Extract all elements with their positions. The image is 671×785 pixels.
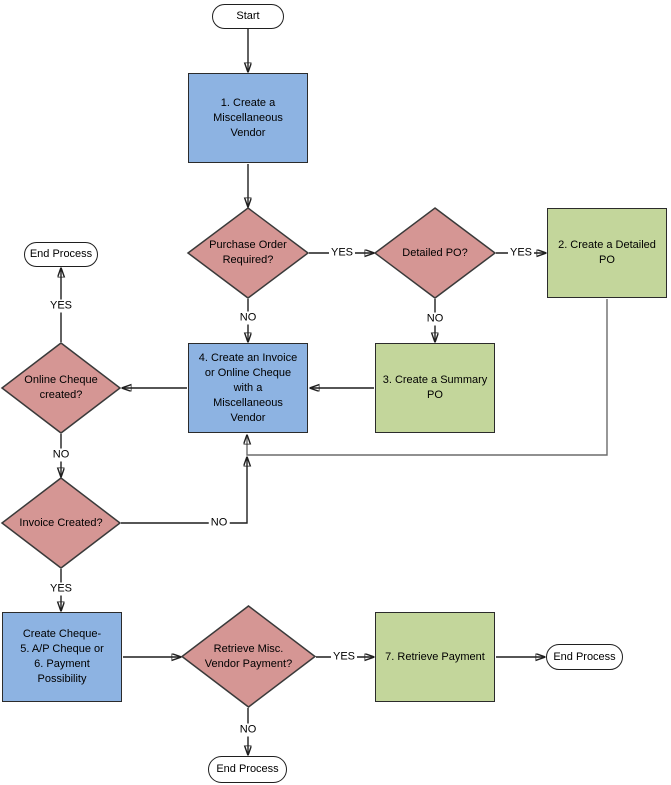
node-decision-online-cheque: Online Cheque created? bbox=[2, 343, 120, 433]
edge-label-online-yes: YES bbox=[47, 299, 75, 313]
node-decision-retrieve-payment: Retrieve Misc. Vendor Payment? bbox=[182, 606, 315, 707]
node-step2-label: 2. Create a Detailed PO bbox=[558, 239, 656, 266]
diamond-shape bbox=[182, 606, 315, 707]
node-step5-6-create-cheque: Create Cheque- 5. A/P Cheque or 6. Payme… bbox=[2, 612, 122, 702]
node-end-process-bottom-label: End Process bbox=[216, 763, 279, 775]
node-end-process-top-label: End Process bbox=[29, 248, 93, 260]
edge-invoice-created-no-loop bbox=[121, 457, 247, 524]
node-decision-invoice-created-label: Invoice Created? bbox=[19, 516, 103, 529]
edge-label-detailed-yes: YES bbox=[507, 246, 535, 260]
node-step5-6-label: Create Cheque- 5. A/P Cheque or 6. Payme… bbox=[20, 628, 104, 685]
edge-label-invoice-yes: YES bbox=[47, 582, 75, 596]
diamond-shape bbox=[2, 478, 120, 568]
edge-label-po-no: NO bbox=[237, 311, 259, 325]
node-decision-po-required-label: Purchase Order Required? bbox=[209, 239, 287, 266]
edge-label-retrieve-no: NO bbox=[237, 723, 259, 737]
node-decision-retrieve-payment-label: Retrieve Misc. Vendor Payment? bbox=[204, 642, 293, 670]
diamond-shape bbox=[2, 343, 120, 433]
diamond-shape bbox=[375, 208, 495, 298]
node-step1-label: 1. Create a Miscellaneous Vendor bbox=[213, 96, 283, 139]
node-end-process-top: End Process bbox=[24, 242, 98, 267]
node-start-label: Start bbox=[236, 10, 260, 22]
edge-label-po-yes: YES bbox=[328, 246, 356, 260]
node-decision-detailed-po: Detailed PO? bbox=[375, 208, 495, 298]
node-end-process-right-label: End Process bbox=[553, 650, 616, 663]
node-step4-create-invoice-or-cheque: 4. Create an Invoice or Online Cheque wi… bbox=[188, 343, 308, 433]
node-step3-label: 3. Create a Summary PO bbox=[382, 374, 488, 401]
edge-label-invoice-no: NO bbox=[208, 516, 230, 530]
node-step1-create-misc-vendor: 1. Create a Miscellaneous Vendor bbox=[188, 73, 308, 163]
node-decision-detailed-po-label: Detailed PO? bbox=[402, 246, 468, 259]
node-start: Start bbox=[212, 4, 284, 29]
node-end-process-bottom: End Process bbox=[208, 756, 287, 783]
edge-label-retrieve-yes: YES bbox=[330, 650, 358, 664]
edge-step2-feedback-to-step4 bbox=[247, 299, 608, 456]
edge-label-detailed-no: NO bbox=[424, 312, 446, 326]
node-end-process-right: End Process bbox=[546, 644, 623, 670]
node-step7-retrieve-payment: 7. Retrieve Payment bbox=[375, 612, 495, 702]
edge-label-online-no: NO bbox=[50, 448, 72, 462]
diamond-shape bbox=[188, 208, 308, 298]
node-decision-invoice-created: Invoice Created? bbox=[2, 478, 120, 568]
node-step4-label: 4. Create an Invoice or Online Cheque wi… bbox=[198, 351, 298, 424]
node-step2-create-detailed-po: 2. Create a Detailed PO bbox=[547, 208, 667, 298]
node-decision-po-required: Purchase Order Required? bbox=[188, 208, 308, 298]
node-decision-online-cheque-label: Online Cheque created? bbox=[24, 374, 98, 401]
node-step7-label: 7. Retrieve Payment bbox=[385, 650, 485, 663]
node-step3-create-summary-po: 3. Create a Summary PO bbox=[375, 343, 495, 433]
